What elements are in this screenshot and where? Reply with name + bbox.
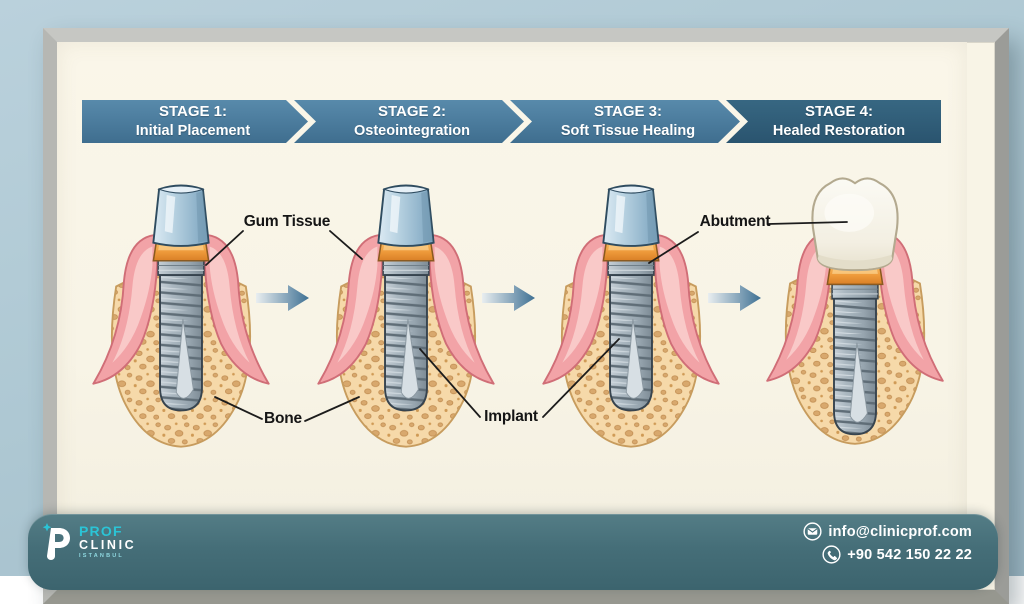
logo-line-clinic: CLINIC [79,537,137,552]
stage-1-segment [82,100,308,143]
prof-clinic-logo: PROF CLINIC ISTANBUL [42,523,136,561]
stage-1-line1: STAGE 1: [158,103,228,121]
stage-3-title: STAGE 3: Soft Tissue Healing [520,100,736,143]
stage-4-title: STAGE 4: Healed Restoration [737,100,941,143]
label-abutment: Abutment [699,213,771,230]
stage-1-line2: Initial Placement [135,122,251,139]
stage-4-segment [726,100,941,143]
stage-3-line2: Soft Tissue Healing [560,122,696,139]
stage-banner-chevrons [82,100,941,143]
implant-stage-4-illustration [750,168,960,460]
stage-1-title: STAGE 1: Initial Placement [82,100,304,143]
arrow-right-icon [256,285,309,311]
stage-3-segment [510,100,740,143]
footer-bar: PROF CLINIC ISTANBUL info@clinicprof.com [28,514,998,590]
stage-2-title: STAGE 2: Osteointegration [304,100,520,143]
label-gum-tissue: Gum Tissue [243,213,331,230]
stage-2-segment [294,100,524,143]
contact-info: info@clinicprof.com +90 542 150 22 22 [803,522,972,564]
stage-2-line2: Osteointegration [353,122,470,139]
arrow-right-icon [482,285,535,311]
stage-4-line1: STAGE 4: [804,103,874,121]
email-row: info@clinicprof.com [803,522,972,541]
logo-line-istanbul: ISTANBUL [79,553,124,560]
phone-text: +90 542 150 22 22 [847,546,972,563]
label-implant: Implant [484,408,538,425]
phone-icon [822,545,841,564]
phone-row: +90 542 150 22 22 [822,545,972,564]
stage-4-line2: Healed Restoration [772,122,906,139]
label-bone: Bone [264,410,302,427]
stage-2-line1: STAGE 2: [377,103,447,121]
arrow-right-icon [708,285,761,311]
envelope-icon [803,522,822,541]
logo-line-prof: PROF [79,523,123,540]
logo-text: PROF CLINIC ISTANBUL [79,524,136,560]
stage-3-line1: STAGE 3: [593,103,663,121]
prof-clinic-p-icon [42,523,70,560]
stage-banner: STAGE 1: Initial Placement STAGE 2: Oste… [82,100,941,143]
email-text: info@clinicprof.com [828,523,972,540]
